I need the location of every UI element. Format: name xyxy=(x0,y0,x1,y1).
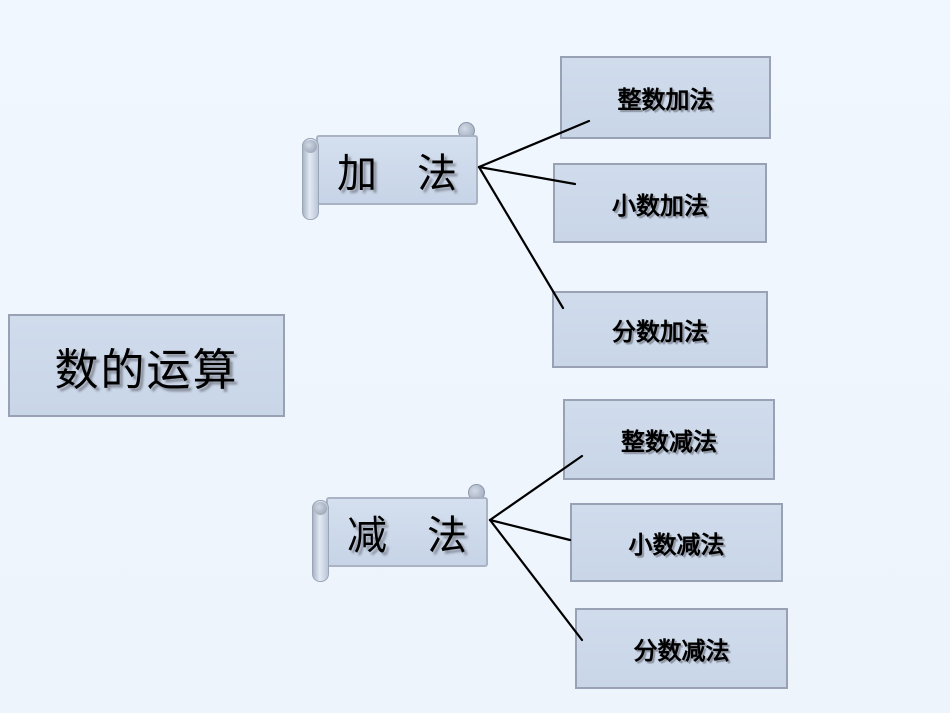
node-decimal-addition: 小数加法 xyxy=(553,163,767,243)
node-fraction-addition: 分数加法 xyxy=(552,291,768,368)
node-root-label: 数的运算 xyxy=(54,345,239,395)
node-subtraction-body: 减 法 xyxy=(326,497,488,567)
node-addition-scroll: 加 法 xyxy=(302,122,480,222)
scroll-knob-icon xyxy=(314,502,327,515)
node-integer-addition-label: 整数加法 xyxy=(617,88,714,114)
node-addition-label: 加 法 xyxy=(337,151,457,196)
scroll-roll-icon xyxy=(312,500,329,582)
node-subtraction-label: 减 法 xyxy=(347,513,467,558)
node-root: 数的运算 xyxy=(8,314,285,417)
node-decimal-addition-label: 小数加法 xyxy=(612,193,708,220)
connector-addition-fraction xyxy=(477,165,565,310)
node-subtraction-scroll: 减 法 xyxy=(312,484,490,584)
scroll-roll-icon xyxy=(302,138,319,220)
scroll-knob-icon xyxy=(304,140,317,153)
node-integer-subtraction: 整数减法 xyxy=(563,399,775,480)
node-fraction-addition-label: 分数加法 xyxy=(612,320,708,346)
node-integer-subtraction-label: 整数减法 xyxy=(621,430,717,456)
node-integer-addition: 整数加法 xyxy=(560,56,771,139)
node-fraction-subtraction-label: 分数减法 xyxy=(633,639,730,665)
node-fraction-subtraction: 分数减法 xyxy=(575,608,788,689)
connector-subtraction-fraction xyxy=(488,518,584,642)
node-addition-body: 加 法 xyxy=(316,135,478,205)
node-decimal-subtraction-label: 小数减法 xyxy=(628,533,725,559)
node-decimal-subtraction: 小数减法 xyxy=(570,503,783,582)
connector-subtraction-decimal xyxy=(488,518,572,542)
